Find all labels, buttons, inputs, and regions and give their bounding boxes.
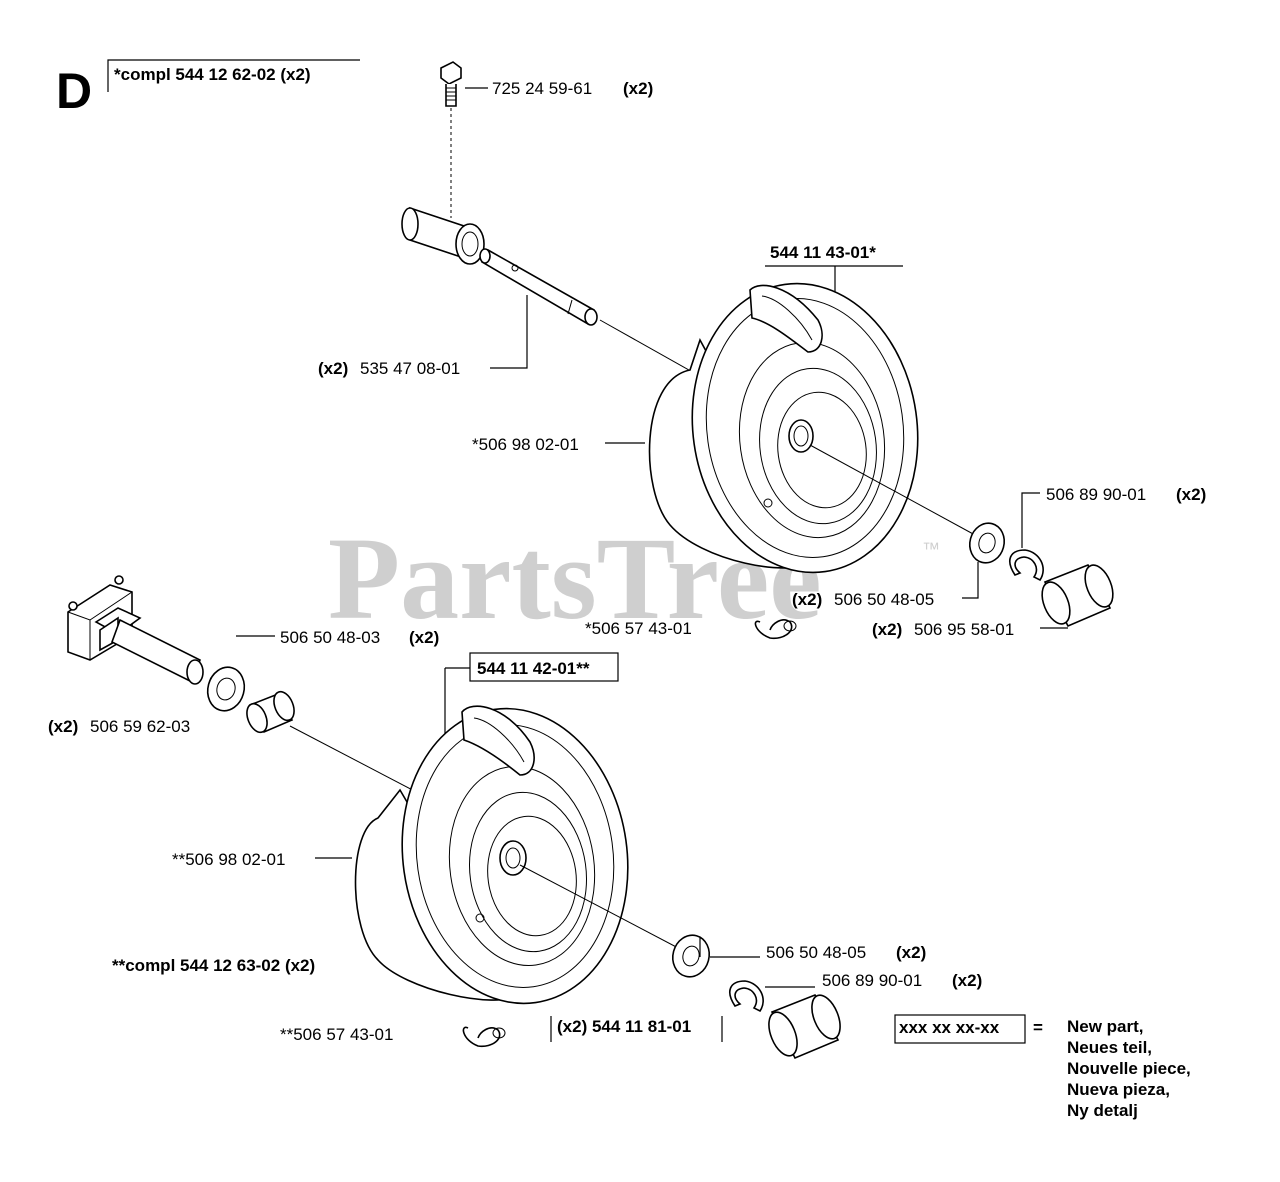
legend-code: xxx xx xx-xx — [899, 1018, 1000, 1037]
upper-wheel-centerline — [809, 444, 976, 536]
upper-washer-part — [968, 522, 1006, 564]
bushing-number: 506 59 62-03 — [90, 717, 190, 736]
bolt-part — [440, 61, 462, 107]
bushing-quantity: (x2) — [48, 717, 78, 736]
compl-top-bracket — [107, 59, 360, 92]
bolt-number: 725 24 59-61 — [492, 79, 592, 98]
compl-bottom-label: **compl 544 12 63-02 (x2) — [112, 956, 315, 975]
lower-pin-label: **506 57 43-01 — [280, 1025, 393, 1044]
legend-line-2: Neues teil, — [1067, 1038, 1152, 1057]
legend-line-1: New part, — [1067, 1017, 1144, 1036]
upper-pin-label: *506 57 43-01 — [585, 619, 692, 638]
legend-line-5: Ny detalj — [1067, 1101, 1138, 1120]
lower-cap-brackets — [550, 1016, 723, 1042]
upper-washer-leader — [962, 562, 979, 599]
lower-wheel-assembly-box — [469, 652, 619, 682]
lower-clip-quantity: (x2) — [952, 971, 982, 990]
lower-cap-part — [768, 993, 841, 1060]
upper-wheel-tire — [648, 282, 919, 574]
lower-clip-number: 506 89 90-01 — [822, 971, 922, 990]
legend-code-box — [894, 1014, 1026, 1044]
upper-clip-leader — [1021, 492, 1040, 548]
upper-bushing-part — [401, 206, 485, 265]
legend-line-4: Nueva pieza, — [1067, 1080, 1170, 1099]
axle-leader — [490, 295, 528, 369]
lower-bushing-part — [246, 690, 295, 734]
upper-clip-quantity: (x2) — [1176, 485, 1206, 504]
legend-equals: = — [1033, 1018, 1043, 1037]
lower-clip-part — [729, 980, 764, 1013]
axle-quantity: (x2) — [318, 359, 348, 378]
upper-washer-number: 506 50 48-05 — [834, 590, 934, 609]
upper-cap-number: 506 95 58-01 — [914, 620, 1014, 639]
compl-top-label: *compl 544 12 62-02 (x2) — [114, 65, 311, 84]
lower-wheel-centerline — [519, 864, 683, 951]
section-letter: D — [56, 63, 92, 119]
upper-cap-quantity: (x2) — [872, 620, 902, 639]
upper-axle-part — [479, 248, 598, 326]
lower-washer-quantity: (x2) — [896, 943, 926, 962]
lower-cap-label: (x2) 544 11 81-01 — [557, 1017, 691, 1036]
lower-pin-part — [462, 1026, 506, 1048]
upper-tire-label: *506 98 02-01 — [472, 435, 579, 454]
lower-wheel-assembly-leader — [444, 667, 470, 745]
lower-washer-number: 506 50 48-05 — [766, 943, 866, 962]
upper-clip-number: 506 89 90-01 — [1046, 485, 1146, 504]
upper-washer-quantity: (x2) — [792, 590, 822, 609]
lower-washer-part — [671, 934, 711, 978]
legend-line-3: Nouvelle piece, — [1067, 1059, 1191, 1078]
left-washer-number: 506 50 48-03 — [280, 628, 380, 647]
lower-tire-label: **506 98 02-01 — [172, 850, 285, 869]
spindle-bracket-part — [67, 575, 204, 685]
watermark-trademark: ™ — [922, 539, 940, 559]
bolt-quantity: (x2) — [623, 79, 653, 98]
upper-wheel-assembly-label: 544 11 43-01* — [770, 243, 876, 262]
lower-wheel-assembly-label: 544 11 42-01** — [477, 659, 590, 678]
left-washer-quantity: (x2) — [409, 628, 439, 647]
axle-number: 535 47 08-01 — [360, 359, 460, 378]
upper-cap-part — [1041, 563, 1114, 628]
left-washer-part — [206, 666, 246, 712]
upper-clip-part — [1009, 549, 1044, 582]
upper-pin-part — [754, 619, 797, 640]
lower-washer-leader — [699, 938, 760, 958]
lower-wheel-tire — [354, 705, 629, 1005]
